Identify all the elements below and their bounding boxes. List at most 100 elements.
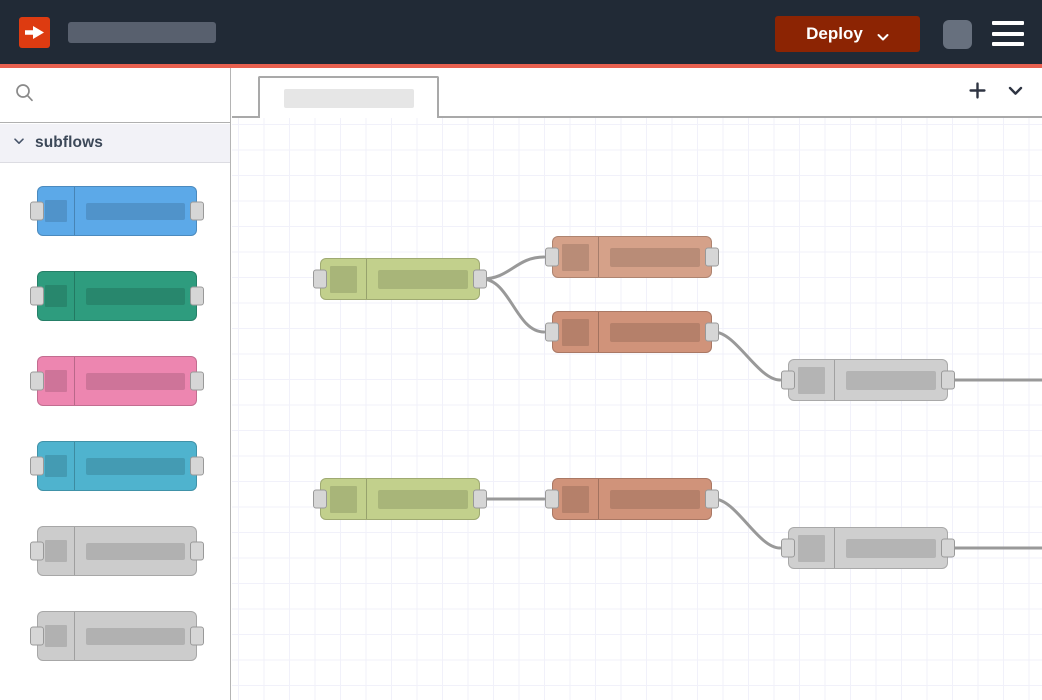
palette-node-3[interactable] [30, 441, 204, 491]
flow-node-n2[interactable] [545, 236, 719, 278]
node-input-port[interactable] [30, 541, 44, 561]
node-icon [38, 357, 75, 405]
node-input-port[interactable] [30, 456, 44, 476]
node-icon-glyph [45, 455, 67, 477]
node-label [610, 322, 700, 342]
workspace [232, 68, 1042, 700]
palette-category-subflows[interactable]: subflows [0, 124, 230, 163]
hamburger-menu-icon[interactable] [992, 21, 1024, 46]
node-icon [38, 187, 75, 235]
node-icon [553, 237, 599, 277]
flow-node-n1[interactable] [313, 258, 487, 300]
chevron-down-icon[interactable] [1006, 83, 1025, 103]
node-icon-glyph [45, 370, 67, 392]
node-label-area [599, 237, 711, 277]
node-label [378, 489, 468, 509]
flow-node-n5[interactable] [313, 478, 487, 520]
node-output-port[interactable] [941, 370, 955, 390]
node-label-area [75, 527, 196, 575]
node-input-port[interactable] [313, 269, 327, 289]
palette-node-4[interactable] [30, 526, 204, 576]
node-icon-glyph [45, 285, 67, 307]
node-output-port[interactable] [473, 489, 487, 509]
node-input-port[interactable] [30, 371, 44, 391]
node-icon [789, 528, 835, 568]
node-output-port[interactable] [190, 201, 204, 221]
node-red-logo-icon[interactable] [19, 17, 50, 48]
plus-icon[interactable] [968, 81, 987, 105]
app-title [68, 22, 216, 43]
app-header: Deploy [0, 0, 1042, 64]
node-label-area [835, 528, 947, 568]
node-input-port[interactable] [545, 247, 559, 267]
node-output-port[interactable] [473, 269, 487, 289]
node-label [86, 372, 185, 390]
node-input-port[interactable] [30, 286, 44, 306]
node-icon [321, 259, 367, 299]
palette-node-0[interactable] [30, 186, 204, 236]
deploy-button-label: Deploy [806, 24, 863, 43]
node-input-port[interactable] [30, 201, 44, 221]
flow-tabbar [232, 68, 1042, 118]
node-output-port[interactable] [705, 322, 719, 342]
node-label [610, 489, 700, 509]
node-label [86, 202, 185, 220]
flow-node-n6[interactable] [545, 478, 719, 520]
node-icon [38, 527, 75, 575]
node-label [610, 247, 700, 267]
flow-node-n7[interactable] [781, 527, 955, 569]
node-output-port[interactable] [190, 371, 204, 391]
node-icon [38, 272, 75, 320]
palette-node-list [0, 164, 230, 700]
deploy-button[interactable]: Deploy [775, 16, 920, 52]
search-input[interactable] [42, 87, 230, 103]
node-icon [38, 612, 75, 660]
node-label-area [599, 312, 711, 352]
flow-node-n3[interactable] [545, 311, 719, 353]
palette-sidebar: subflows [0, 68, 231, 700]
node-output-port[interactable] [190, 456, 204, 476]
node-icon [38, 442, 75, 490]
node-output-port[interactable] [705, 489, 719, 509]
node-label-area [75, 357, 196, 405]
palette-node-2[interactable] [30, 356, 204, 406]
node-label-area [75, 612, 196, 660]
palette-node-5[interactable] [30, 611, 204, 661]
node-label [86, 627, 185, 645]
node-label-area [75, 442, 196, 490]
node-icon-glyph [798, 534, 825, 562]
node-label-area [599, 479, 711, 519]
node-label [846, 538, 936, 558]
node-icon [321, 479, 367, 519]
palette-category-label: subflows [35, 134, 103, 151]
palette-node-1[interactable] [30, 271, 204, 321]
node-label-area [75, 187, 196, 235]
menu-bar-3 [992, 42, 1024, 46]
node-output-port[interactable] [705, 247, 719, 267]
canvas-grid[interactable] [232, 118, 1042, 700]
node-input-port[interactable] [781, 370, 795, 390]
flow-tab-label [283, 88, 414, 108]
palette-search[interactable] [0, 68, 230, 123]
node-input-port[interactable] [545, 322, 559, 342]
node-icon-glyph [562, 318, 589, 346]
node-label [86, 287, 185, 305]
flow-node-layer [232, 118, 1042, 700]
flow-tab-active[interactable] [258, 76, 439, 118]
node-input-port[interactable] [313, 489, 327, 509]
node-input-port[interactable] [781, 538, 795, 558]
node-output-port[interactable] [190, 541, 204, 561]
node-icon-glyph [45, 200, 67, 222]
node-input-port[interactable] [545, 489, 559, 509]
node-label-area [835, 360, 947, 400]
user-avatar[interactable] [943, 20, 972, 49]
flow-node-n4[interactable] [781, 359, 955, 401]
node-icon-glyph [562, 243, 589, 271]
node-output-port[interactable] [190, 286, 204, 306]
node-output-port[interactable] [190, 626, 204, 646]
node-icon-glyph [330, 485, 357, 513]
node-output-port[interactable] [941, 538, 955, 558]
menu-bar-1 [992, 21, 1024, 25]
node-label [86, 457, 185, 475]
node-input-port[interactable] [30, 626, 44, 646]
